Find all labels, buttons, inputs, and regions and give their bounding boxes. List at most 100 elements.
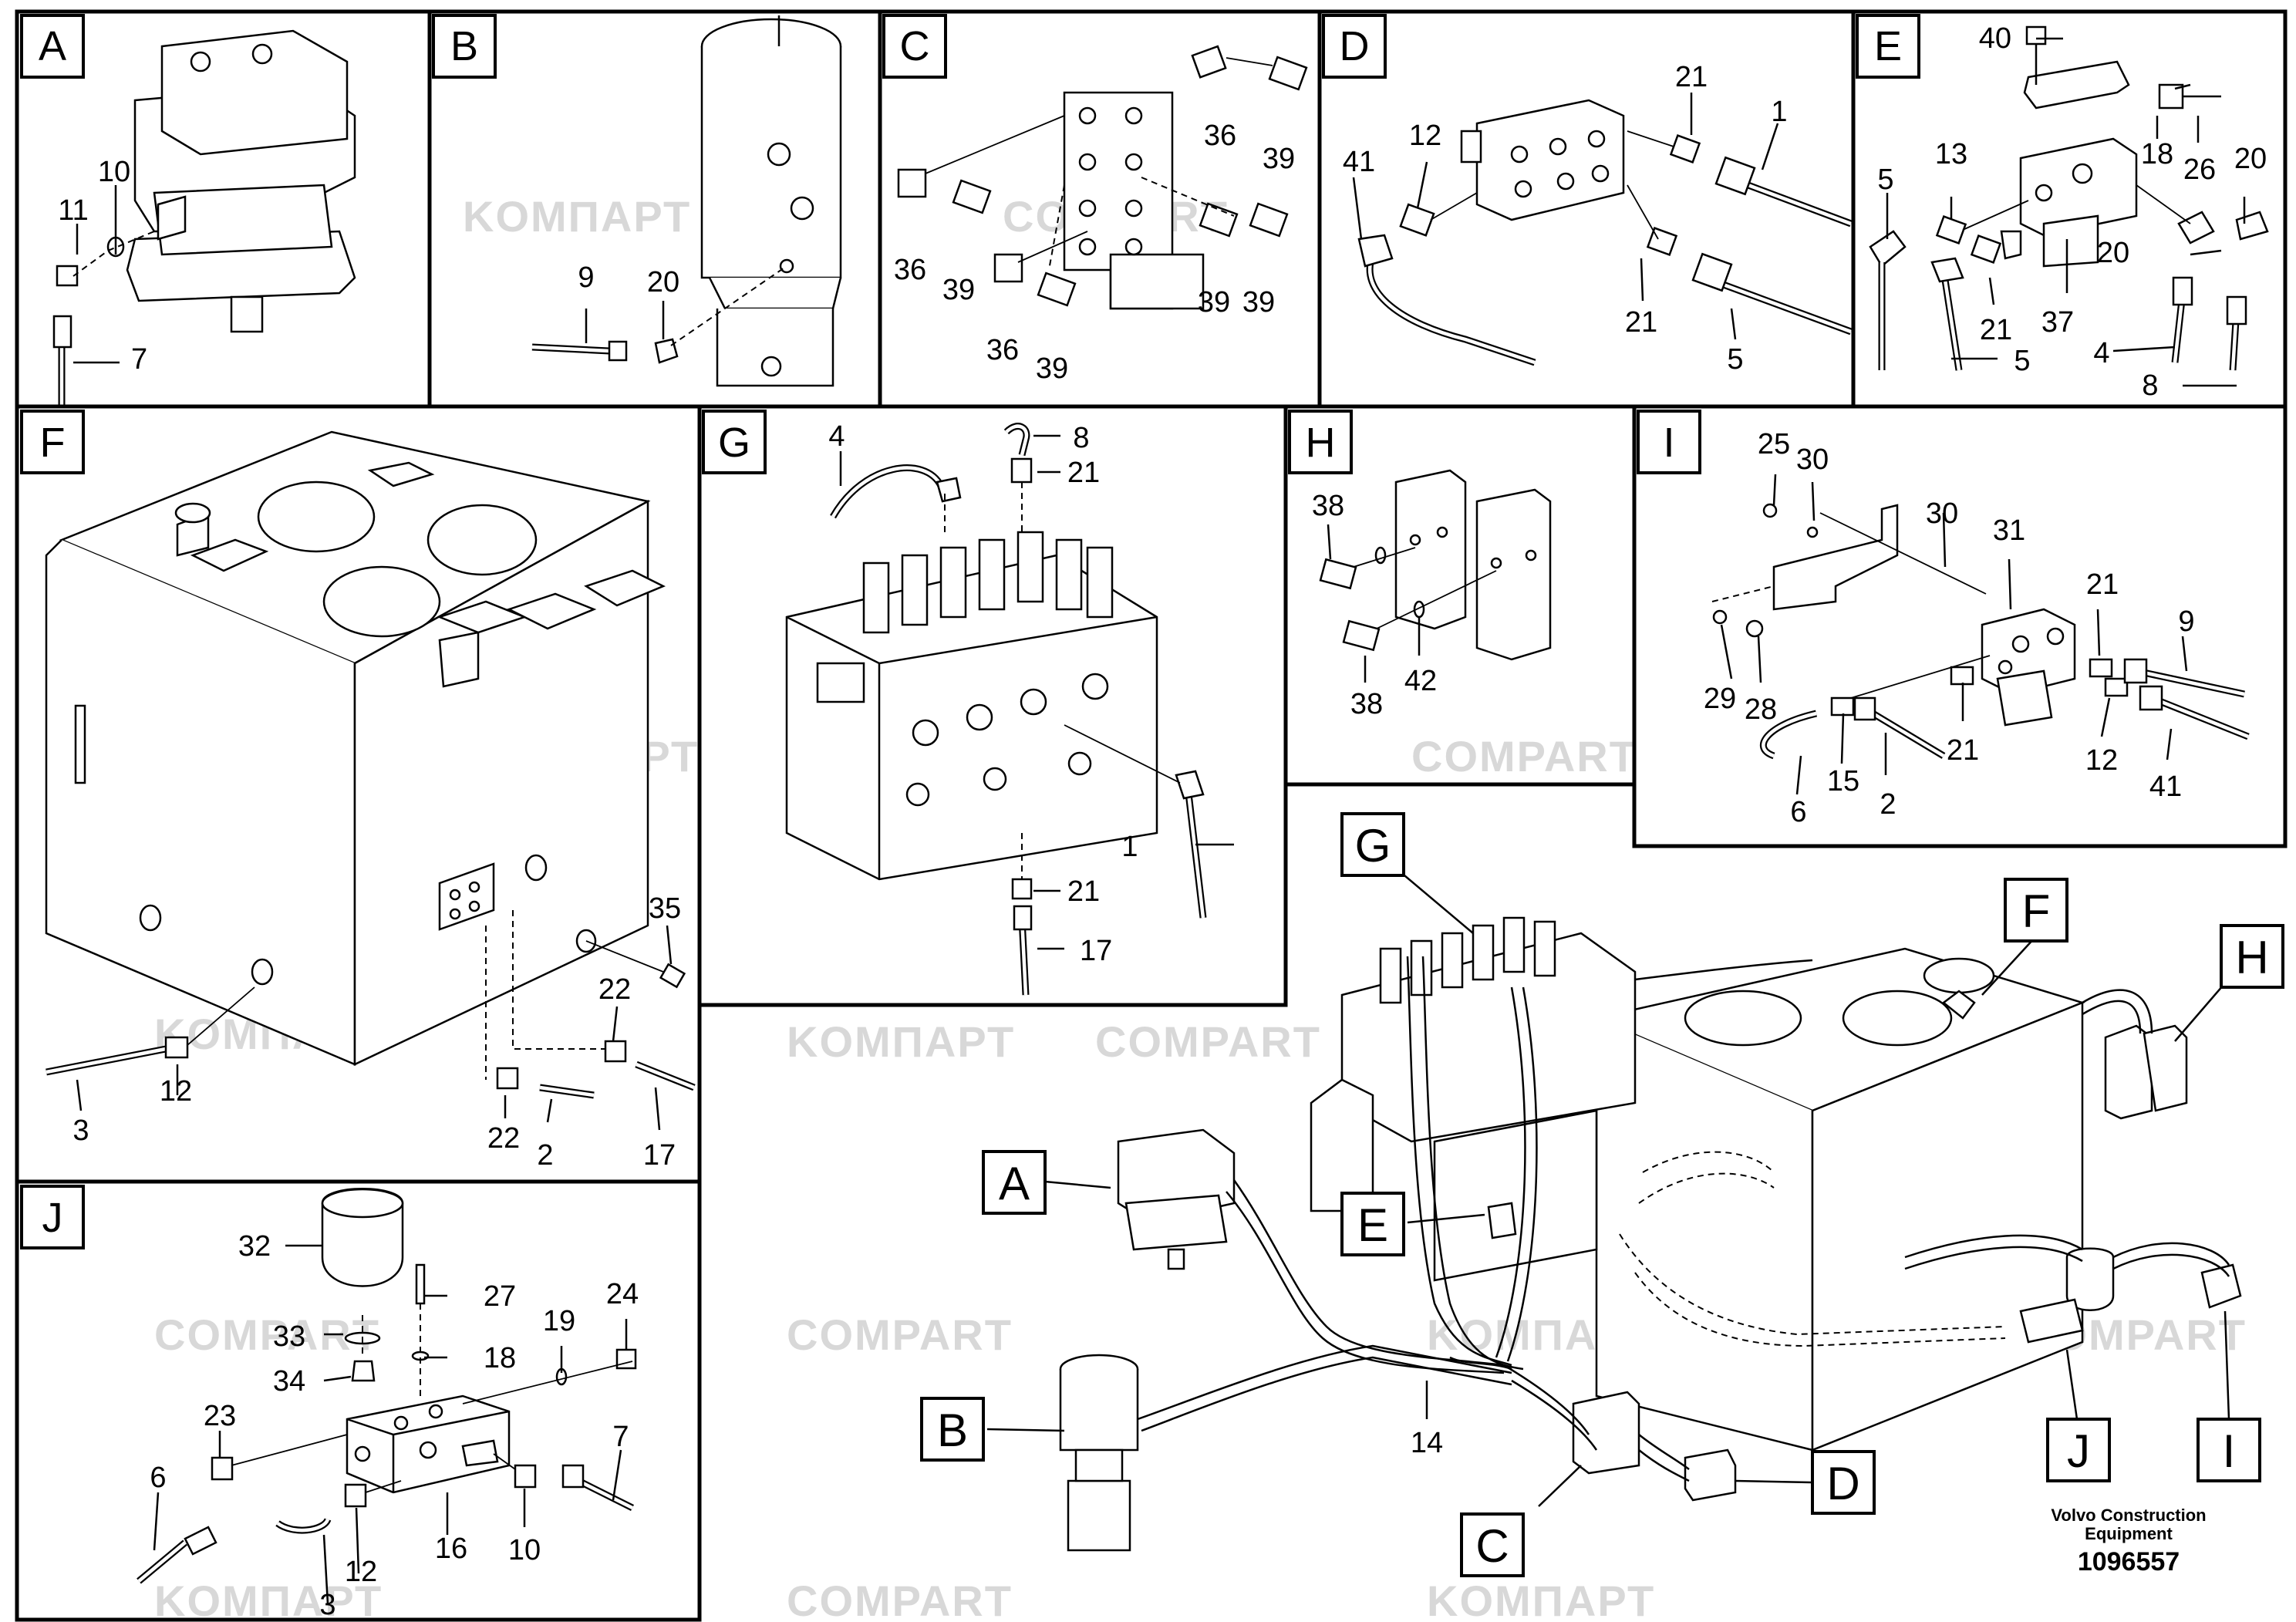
part-number-label: 3 (319, 1589, 335, 1621)
panel-d-labels: 21 1 12 41 21 5 (1343, 61, 1788, 376)
part-number-label: 36 (894, 254, 926, 286)
part-number-label: 21 (2086, 568, 2119, 601)
part-number-label: 20 (2097, 237, 2129, 269)
part-number-label: 21 (1067, 875, 1100, 908)
part-number-label: 23 (204, 1400, 236, 1432)
part-number-label: 13 (1935, 138, 1967, 170)
callout-letter: J (2067, 1425, 2090, 1477)
part-number-label: 10 (98, 156, 130, 188)
callout-box (1340, 812, 1405, 877)
callout-box (982, 1150, 1047, 1215)
part-number-label: 40 (1979, 22, 2011, 55)
part-number-label: 27 (484, 1280, 516, 1313)
panel-a-letter-box (20, 14, 85, 79)
part-number-label: 29 (1704, 683, 1736, 715)
part-number-label: 34 (273, 1365, 305, 1398)
part-number-label: 5 (1877, 164, 1893, 196)
part-number-label: 8 (2142, 369, 2158, 402)
callout-box (1460, 1512, 1525, 1577)
part-number-label: 5 (1727, 343, 1743, 376)
callout-box (1340, 1192, 1405, 1256)
callout-box (2046, 1418, 2111, 1482)
main-control-valve-drawing (785, 531, 1158, 881)
panel-e-labels: 40 18 26 5 13 20 20 21 37 5 4 8 (1877, 22, 2267, 402)
panel-g-letter-box (702, 410, 767, 474)
watermark: KOMПАРТ (787, 1017, 1015, 1066)
panel-h-labels: 38 38 42 (1312, 490, 1437, 720)
panel-f-letter: F (40, 420, 66, 466)
panel-h-letter-box (1288, 410, 1353, 474)
part-number-label: 35 (649, 892, 681, 925)
panel-i-labels: 25 30 30 31 21 9 29 28 21 12 15 2 6 41 (1704, 428, 2195, 828)
callout-box (920, 1397, 985, 1462)
panel-d: D 21 1 12 41 21 5 (1317, 9, 1856, 409)
callout-box (2197, 1418, 2261, 1482)
part-number-label: 6 (1790, 796, 1806, 828)
callout-letter: I (2223, 1425, 2236, 1477)
part-number-label: 25 (1758, 428, 1790, 460)
panel-g-letter: G (718, 420, 750, 466)
drawing-number: 1096557 (2078, 1547, 2180, 1576)
panel-e-letter-box (1856, 14, 1920, 79)
watermark: COMPART (1095, 1017, 1321, 1066)
watermark: COMPART (154, 1310, 380, 1359)
part-number-label: 9 (578, 261, 594, 294)
panel-j: J (15, 1179, 702, 1622)
part-number-label: 16 (435, 1533, 467, 1565)
part-number-label: 18 (484, 1342, 516, 1374)
part-number-label: 15 (1827, 765, 1859, 798)
part-number-label: 24 (606, 1278, 639, 1310)
part-number-label: 7 (612, 1421, 629, 1453)
part-number-label: 37 (2041, 306, 2074, 339)
panel-e: E (1851, 9, 2288, 409)
part-number-label: 8 (1073, 422, 1089, 454)
callout-letter: B (937, 1404, 968, 1456)
part-number-label: 41 (1343, 146, 1375, 178)
accumulator-drawing (321, 1188, 404, 1382)
part-number-label: 33 (273, 1320, 305, 1353)
part-number-label: 1 (1771, 96, 1787, 128)
panel-a-labels: 11 10 7 (58, 156, 147, 376)
accumulator-block-drawing (346, 1394, 511, 1494)
swivel-joint-drawing (700, 15, 842, 387)
callout-box (2004, 878, 2068, 943)
part-number-label: 39 (1242, 286, 1275, 319)
part-number-label: 18 (2141, 138, 2173, 170)
watermark: KOMПАРТ (463, 192, 691, 241)
callout-box (1811, 1450, 1876, 1515)
panel-i: I (1632, 404, 2288, 848)
part-number-label: 2 (1880, 788, 1896, 821)
callout-letter: A (999, 1158, 1030, 1209)
part-number-label: 26 (2183, 153, 2216, 186)
part-number-label: 28 (1745, 693, 1777, 726)
part-number-label: 39 (1198, 286, 1230, 319)
part-number-label: 2 (537, 1139, 553, 1172)
part-number-label: 20 (647, 266, 679, 298)
callout-letter: H (2235, 932, 2268, 983)
part-number-label: 7 (131, 343, 147, 376)
part-number-label: 21 (1947, 734, 1979, 767)
part-number-label: 4 (828, 420, 845, 453)
part-number-label: 12 (1409, 120, 1441, 152)
relief-valve-drawing (2019, 137, 2138, 268)
callout-letter: F (2022, 885, 2051, 937)
panel-f: F (15, 404, 702, 1184)
hydraulic-tank-drawing (45, 430, 666, 1066)
watermark: COMPART (787, 1310, 1013, 1359)
part-number-label: 30 (1796, 443, 1829, 476)
valve-block-drawing (1063, 91, 1205, 310)
panel-f-labels: 35 22 12 3 22 2 17 (72, 892, 681, 1172)
panel-h-letter: H (1306, 420, 1336, 466)
part-number-label: 21 (1980, 314, 2012, 346)
drawing-caption: Volvo Construction Equipment 1096557 (2051, 1506, 2206, 1576)
panel-b: B 9 20 (427, 9, 882, 409)
part-number-label: 30 (1926, 497, 1958, 530)
part-number-label: 5 (2014, 345, 2030, 377)
part-number-label: 9 (2178, 605, 2194, 638)
watermark: COMPART (787, 1576, 1013, 1622)
panel-a: A 11 10 7 (15, 9, 432, 409)
part-number-label: 39 (942, 274, 975, 306)
part-number-label: 38 (1350, 688, 1383, 720)
part-number-label: 20 (2234, 143, 2267, 175)
